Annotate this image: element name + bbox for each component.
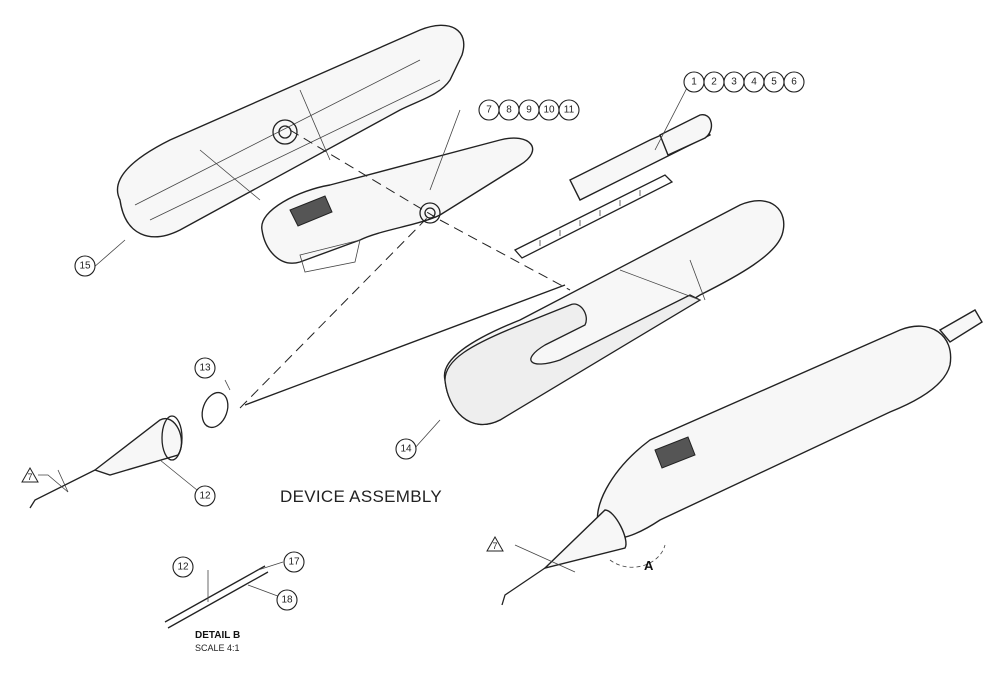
- view-label-a: A: [644, 558, 654, 573]
- detail-b-wire: [164, 565, 269, 629]
- balloon-15: 15: [74, 255, 96, 277]
- balloon-6: 6: [783, 71, 805, 93]
- lever-assembly: [261, 137, 534, 273]
- balloon-7: 7: [478, 99, 500, 121]
- assembly-axis: [244, 284, 566, 406]
- balloon-2: 2: [703, 71, 725, 93]
- svg-text:8: 8: [506, 105, 512, 116]
- tip-cone: [29, 391, 229, 509]
- svg-text:3: 3: [731, 77, 737, 88]
- balloon-17: 17: [283, 551, 305, 573]
- svg-text:7: 7: [27, 472, 32, 482]
- svg-text:11: 11: [564, 105, 575, 116]
- grip-handle: [443, 200, 785, 426]
- svg-text:18: 18: [281, 595, 293, 606]
- balloon-3: 3: [723, 71, 745, 93]
- assembled-device: [501, 309, 983, 606]
- drawing-title: DEVICE ASSEMBLY: [280, 487, 442, 506]
- svg-text:6: 6: [791, 77, 797, 88]
- balloon-10: 10: [538, 99, 560, 121]
- svg-text:7: 7: [492, 541, 497, 551]
- balloon-8: 8: [498, 99, 520, 121]
- svg-text:1: 1: [691, 77, 697, 88]
- detail-scale: SCALE 4:1: [195, 643, 240, 653]
- balloon-12-tip: 12: [194, 485, 216, 507]
- note-flag-assembled: 7: [486, 535, 504, 552]
- leader-lines: [57, 81, 691, 602]
- svg-text:15: 15: [79, 261, 91, 272]
- o-ring: [201, 391, 229, 429]
- balloon-4: 4: [743, 71, 765, 93]
- svg-text:5: 5: [771, 77, 777, 88]
- assembly-lines: [239, 129, 571, 409]
- svg-text:4: 4: [751, 77, 757, 88]
- svg-text:2: 2: [711, 77, 717, 88]
- svg-text:9: 9: [526, 105, 532, 116]
- balloon-14: 14: [395, 438, 417, 460]
- svg-text:14: 14: [400, 444, 412, 455]
- svg-text:13: 13: [199, 363, 211, 374]
- svg-text:17: 17: [288, 557, 300, 568]
- balloon-18: 18: [276, 589, 298, 611]
- note-flag-tip: 7: [21, 466, 69, 493]
- balloons: 1 2 3 4 5 6 7 8 9 10 11 12 13 14 15 12 1…: [74, 71, 805, 611]
- balloon-5: 5: [763, 71, 785, 93]
- svg-text:12: 12: [199, 491, 211, 502]
- balloon-13: 13: [194, 357, 216, 379]
- balloon-11: 11: [558, 99, 580, 121]
- balloon-1: 1: [683, 71, 705, 93]
- housing-shell: [116, 24, 465, 238]
- drive-rack: [513, 114, 713, 259]
- svg-text:7: 7: [486, 105, 492, 116]
- svg-text:10: 10: [543, 105, 555, 116]
- balloon-12-detail: 12: [172, 556, 194, 578]
- detail-title: DETAIL B: [195, 630, 240, 641]
- svg-text:12: 12: [177, 562, 189, 573]
- balloon-9: 9: [518, 99, 540, 121]
